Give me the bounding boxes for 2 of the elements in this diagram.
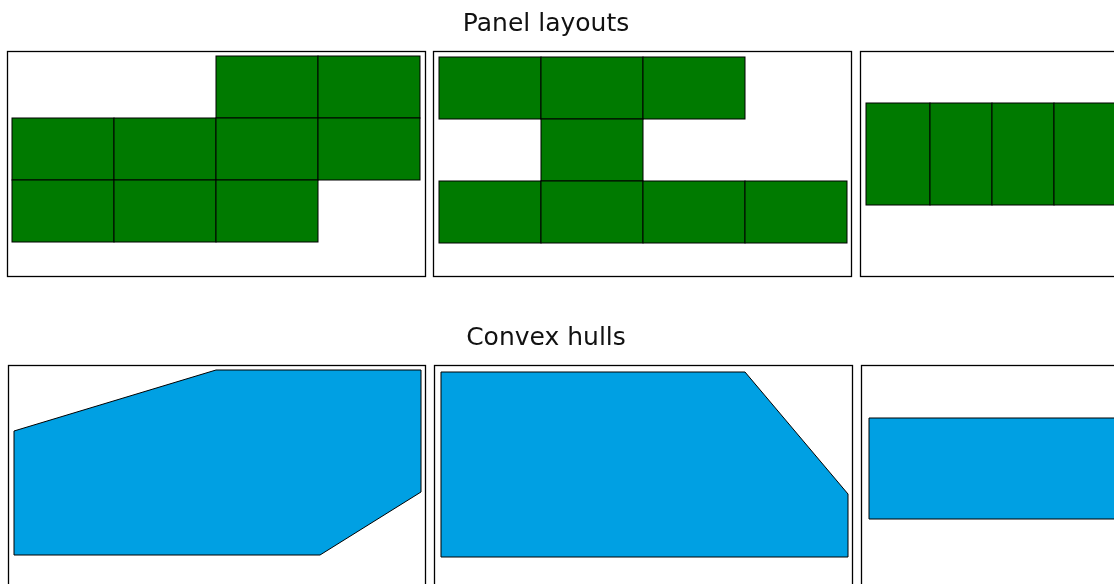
section-title: Panel layouts xyxy=(462,8,630,37)
section-title: Convex hulls xyxy=(466,322,626,351)
